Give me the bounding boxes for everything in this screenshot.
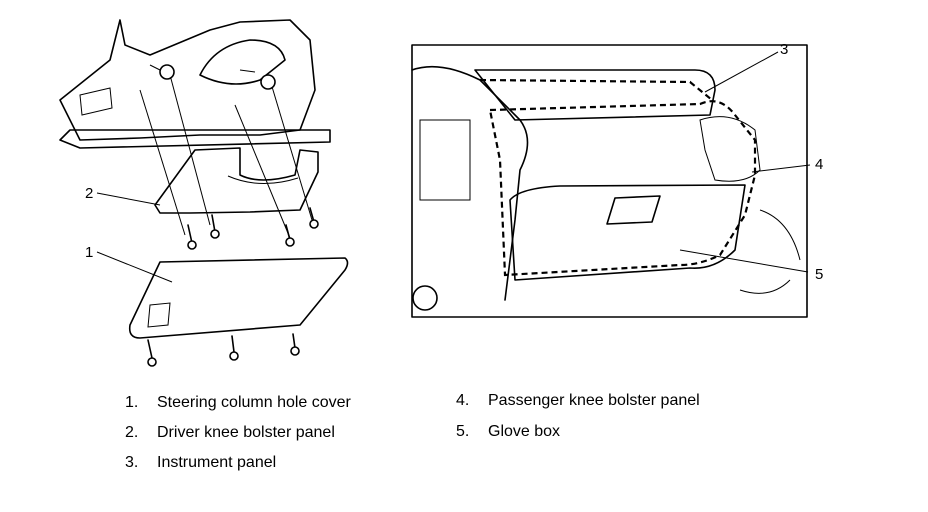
legend-number: 1. <box>125 394 139 411</box>
callout-leaders-left <box>96 192 173 283</box>
legend-item-3: 3. Instrument panel <box>125 454 276 472</box>
fastener-lines-left <box>139 64 319 250</box>
legend-number: 5. <box>456 423 470 440</box>
legend-number: 3. <box>125 454 139 471</box>
legend-number: 4. <box>456 392 470 409</box>
legend-label: Instrument panel <box>157 454 277 471</box>
legend-item-4: 4. Passenger knee bolster panel <box>456 392 700 410</box>
steering-column-hole-cover-shape <box>128 257 349 367</box>
legend-number: 2. <box>125 424 139 441</box>
legend-item-5: 5. Glove box <box>456 423 560 441</box>
callout-3: 3 <box>780 41 789 58</box>
callout-5: 5 <box>815 266 824 283</box>
driver-knee-bolster-panel-shape <box>154 147 319 214</box>
legend-item-1: 1. Steering column hole cover <box>125 394 351 412</box>
legend-label: Passenger knee bolster panel <box>488 392 700 409</box>
legend-label: Steering column hole cover <box>157 394 351 411</box>
legend-label: Driver knee bolster panel <box>157 424 335 441</box>
callout-2: 2 <box>85 185 94 202</box>
callout-1: 1 <box>85 244 94 261</box>
callout-4: 4 <box>815 156 824 173</box>
legend-label: Glove box <box>488 423 561 440</box>
exploded-view-diagram <box>59 19 811 367</box>
legend-item-2: 2. Driver knee bolster panel <box>125 424 335 442</box>
callout-leaders-right <box>679 51 811 273</box>
left-dash-underside <box>59 19 331 149</box>
right-instrument-panel <box>411 44 808 318</box>
